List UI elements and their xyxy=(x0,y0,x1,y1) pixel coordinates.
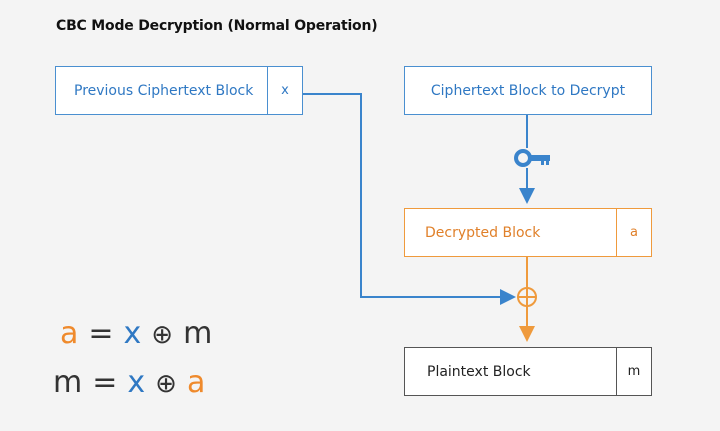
decrypted-block-tag: a xyxy=(616,209,651,256)
plaintext-block-tag: m xyxy=(616,348,651,395)
formula-a-eq: = xyxy=(88,316,114,351)
formula-m-lhs: m xyxy=(53,365,83,400)
previous-ciphertext-block: Previous Ciphertext Block x xyxy=(55,66,303,115)
key-icon xyxy=(514,149,550,167)
formula-m-xor: ⊕ xyxy=(155,369,177,399)
formula-a-xor: ⊕ xyxy=(151,320,174,350)
decrypted-block: Decrypted Block a xyxy=(404,208,652,257)
x-connector xyxy=(303,93,516,305)
ciphertext-block-to-decrypt: Ciphertext Block to Decrypt xyxy=(404,66,652,115)
formula-a-lhs: a xyxy=(60,316,79,351)
formula-a-x: x xyxy=(123,316,142,351)
formula-a-rhs: m xyxy=(183,316,213,351)
formula-m-x: x xyxy=(127,365,146,400)
xor-icon xyxy=(517,287,537,307)
plaintext-block-label: Plaintext Block xyxy=(427,363,531,380)
ciphertext-block-label: Ciphertext Block to Decrypt xyxy=(430,82,626,99)
formula-m-eq: = xyxy=(92,365,118,400)
diagram-title: CBC Mode Decryption (Normal Operation) xyxy=(56,18,378,34)
decrypted-block-label: Decrypted Block xyxy=(425,224,541,241)
previous-ciphertext-label: Previous Ciphertext Block xyxy=(74,82,254,99)
plaintext-block: Plaintext Block m xyxy=(404,347,652,396)
formula-a: a = x ⊕ m xyxy=(60,316,212,351)
previous-ciphertext-tag: x xyxy=(267,67,302,114)
formula-m-rhs: a xyxy=(186,365,206,400)
formula-m: m = x ⊕ a xyxy=(53,365,205,400)
